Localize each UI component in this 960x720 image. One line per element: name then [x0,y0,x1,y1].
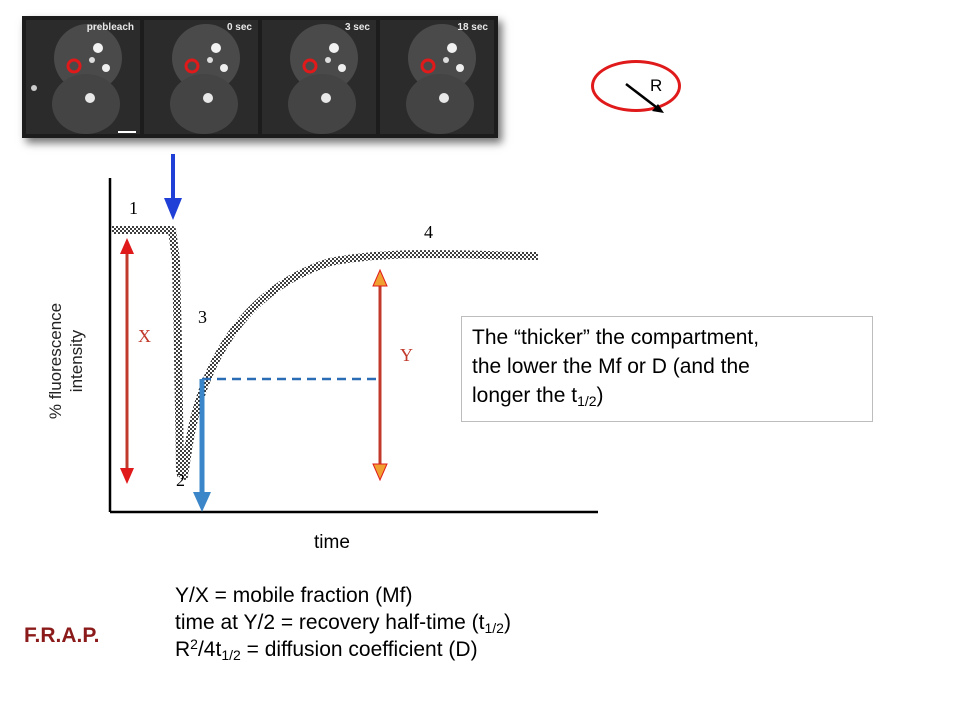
x-marker-label: X [138,326,151,347]
y-axis-label: % fluorescence intensity [45,261,87,461]
point-label-4: 4 [424,222,433,243]
note-line-2: the lower the Mf or D (and the [472,352,862,381]
y-marker-label: Y [400,345,413,366]
mobile-fraction-formula: Y/X = mobile fraction (Mf) [175,582,511,609]
panel-label: 3 sec [345,22,370,33]
point-label-3: 3 [198,307,207,328]
cell-image [380,20,494,134]
frap-title: F.R.A.P. [24,624,99,648]
panel-label: prebleach [87,22,134,33]
panel-label: 0 sec [227,22,252,33]
image-panel-0sec: 0 sec [144,20,258,134]
half-time-formula: time at Y/2 = recovery half-time (t1/2) [175,609,511,636]
radius-label: R [650,76,662,96]
microscopy-strip: prebleach 0 sec 3 sec [22,16,498,138]
point-label-1: 1 [129,198,138,219]
image-panel-18sec: 18 sec [380,20,494,134]
diffusion-formula: R2/4t1/2 = diffusion coefficient (D) [175,636,511,663]
cell-image [262,20,376,134]
cell-image [26,20,140,134]
note-line-3: longer the t1/2) [472,381,862,410]
note-line-1: The “thicker” the compartment, [472,323,862,352]
point-label-2: 2 [176,470,185,491]
cell-image [144,20,258,134]
radius-arrow [620,80,670,120]
note-textbox: The “thicker” the compartment, the lower… [461,316,873,422]
panel-label: 18 sec [457,22,488,33]
image-panel-prebleach: prebleach [26,20,140,134]
image-panel-3sec: 3 sec [262,20,376,134]
formulas: Y/X = mobile fraction (Mf) time at Y/2 =… [175,582,511,663]
x-axis-label: time [314,532,350,554]
